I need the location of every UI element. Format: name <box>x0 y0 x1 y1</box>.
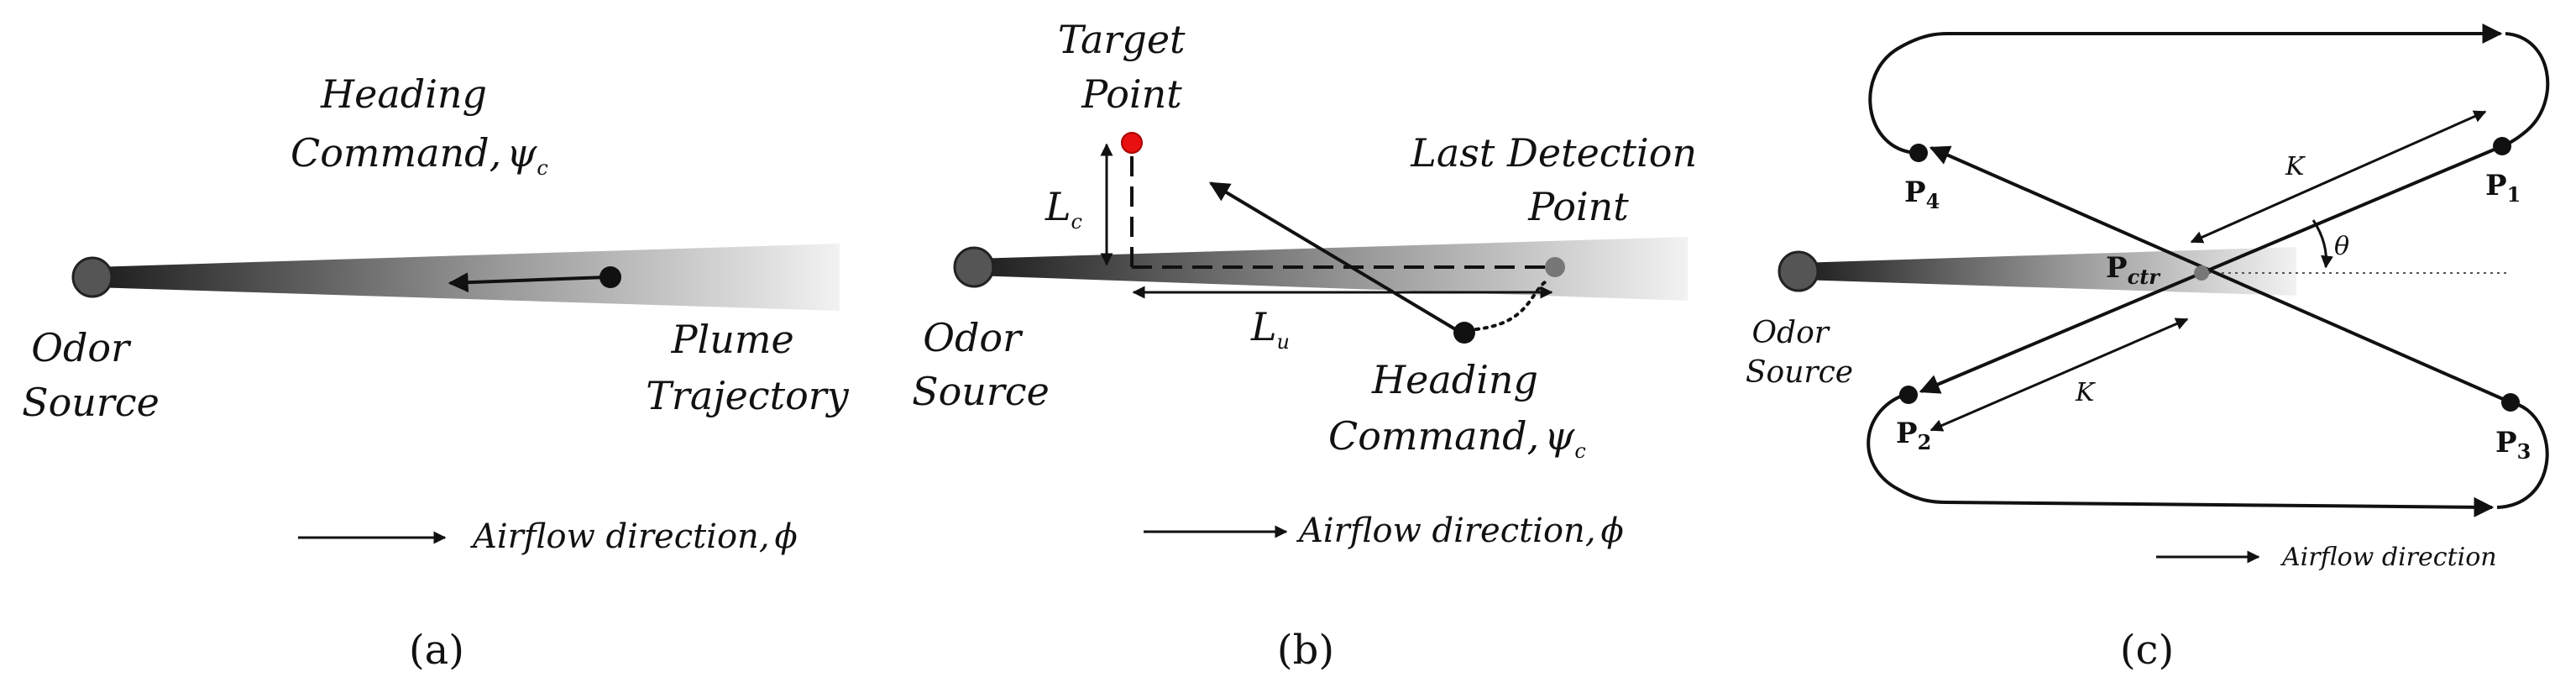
p2-sub: 2 <box>1918 430 1932 454</box>
heading-symbol-b: ψ <box>1544 413 1575 459</box>
p1-name: P <box>2485 169 2507 202</box>
diagonal-p3-p4 <box>1929 145 2511 404</box>
k-label-top: K <box>2285 152 2306 181</box>
bottom-path-line <box>1945 496 2495 517</box>
p4-name: P <box>1904 176 1926 209</box>
plume-a <box>92 244 840 311</box>
heading-line2-b: Command, <box>1328 413 1539 459</box>
target-line1: Target <box>1058 17 1186 62</box>
k-arrow-top <box>2190 110 2487 244</box>
p1-marker <box>2493 137 2511 155</box>
heading-line2-a: Command, <box>291 130 501 176</box>
svg-text:Odor Source: Odor Source <box>912 315 1050 414</box>
target-point-marker <box>1121 132 1143 154</box>
odor-source-line2-c: Source <box>1746 355 1853 390</box>
heading-symbol-a: ψ <box>506 130 537 176</box>
target-line2: Point <box>1081 71 1182 117</box>
lc-sub: c <box>1071 210 1082 234</box>
dotted-path-b <box>1474 281 1547 331</box>
heading-arrow-a <box>448 272 607 293</box>
caption-c: (c) <box>2120 627 2174 674</box>
svg-text:P2: P2 <box>1896 417 1931 454</box>
heading-sub-a: c <box>537 156 547 180</box>
svg-text:Command,ψc: Command,ψc <box>1328 413 1586 463</box>
top-loop-path <box>1868 32 1949 155</box>
odor-source-line1-a: Odor <box>31 325 132 370</box>
panel-a: Heading Command,ψc Odor Source Plume Tra… <box>22 71 850 674</box>
airflow-label-a: Airflow direction, <box>469 517 770 556</box>
svg-text:P1: P1 <box>2485 169 2521 207</box>
panel-c: K K θ P1 P2 P3 P4 Pctr Odor Source A <box>1746 24 2550 674</box>
svg-text:P4: P4 <box>1904 176 1940 213</box>
p2-marker <box>1899 386 1918 404</box>
lu-symbol: L <box>1250 304 1277 349</box>
svg-text:Airflow direction,ϕ: Airflow direction,ϕ <box>469 517 798 556</box>
p4-marker <box>1909 144 1928 162</box>
p-ctr-marker <box>2194 265 2209 281</box>
caption-b: (b) <box>1277 627 1334 674</box>
p-ctr-name: P <box>2106 251 2128 285</box>
p-ctr-sub: ctr <box>2128 265 2162 289</box>
airflow-symbol-b: ϕ <box>1601 512 1624 550</box>
svg-text:Heading: Heading <box>1371 357 1538 402</box>
svg-text:P3: P3 <box>2495 426 2531 464</box>
p4-sub: 4 <box>1926 189 1940 213</box>
lu-sub: u <box>1277 330 1290 354</box>
theta-symbol: θ <box>2334 232 2349 261</box>
odor-source-marker-a <box>71 256 113 298</box>
airflow-label-b: Airflow direction, <box>1296 512 1596 550</box>
svg-text:Plume Trajectory: Plume Trajectory <box>646 317 850 418</box>
odor-source-marker-c <box>1778 250 1819 292</box>
panel-b: Lc Lu Target Point Last Detection Point … <box>912 17 1709 674</box>
last-detection-line2: Point <box>1527 184 1629 229</box>
heading-sub-b: c <box>1574 439 1585 463</box>
p3-marker <box>2501 393 2520 412</box>
k-arrow-bottom <box>1929 318 2189 432</box>
odor-source-line2-a: Source <box>22 380 160 425</box>
agent-marker-b <box>1453 322 1475 344</box>
agent-marker-a <box>599 266 621 288</box>
svg-text:Heading: Heading <box>320 71 487 117</box>
plume-c <box>1798 247 2296 296</box>
p3-name: P <box>2495 426 2517 459</box>
top-right-loop-path <box>2501 32 2550 148</box>
theta-arc <box>2312 219 2333 269</box>
odor-source-marker-b <box>953 246 995 288</box>
p1-sub: 1 <box>2507 182 2521 207</box>
svg-text:Command,ψc: Command,ψc <box>291 130 548 180</box>
lc-symbol: L <box>1045 184 1071 229</box>
svg-text:Airflow direction,ϕ: Airflow direction,ϕ <box>1296 512 1624 550</box>
caption-a: (a) <box>409 627 464 674</box>
odor-source-line1-c: Odor <box>1752 316 1830 350</box>
svg-text:Lu: Lu <box>1250 304 1290 354</box>
airflow-symbol-a: ϕ <box>775 517 798 556</box>
svg-text:Odor Source: Odor Source <box>22 325 160 425</box>
heading-line1-b: Heading <box>1371 357 1538 402</box>
svg-text:Pctr: Pctr <box>2106 251 2161 289</box>
k-label-bottom: K <box>2075 378 2096 407</box>
svg-text:Lc: Lc <box>1045 184 1082 234</box>
last-detection-line1: Last Detection <box>1410 130 1697 176</box>
svg-text:Target Point: Target Point <box>1058 17 1197 117</box>
last-detection-marker <box>1545 257 1565 277</box>
svg-text:Odor Source: Odor Source <box>1746 316 1853 390</box>
heading-arrow-b <box>1208 181 1463 334</box>
odor-source-line2-b: Source <box>912 369 1050 414</box>
bottom-left-loop-path <box>1867 393 1947 504</box>
airflow-label-c: Airflow direction <box>2280 543 2497 572</box>
odor-source-line1-b: Odor <box>923 315 1024 360</box>
plume-line2-a: Trajectory <box>646 373 850 418</box>
plume-line1-a: Plume <box>671 317 794 362</box>
p3-sub: 3 <box>2517 439 2531 464</box>
heading-line1-a: Heading <box>320 71 487 117</box>
p2-name: P <box>1896 417 1918 450</box>
svg-text:Last Detection Point: Last Detection Point <box>1410 130 1709 229</box>
